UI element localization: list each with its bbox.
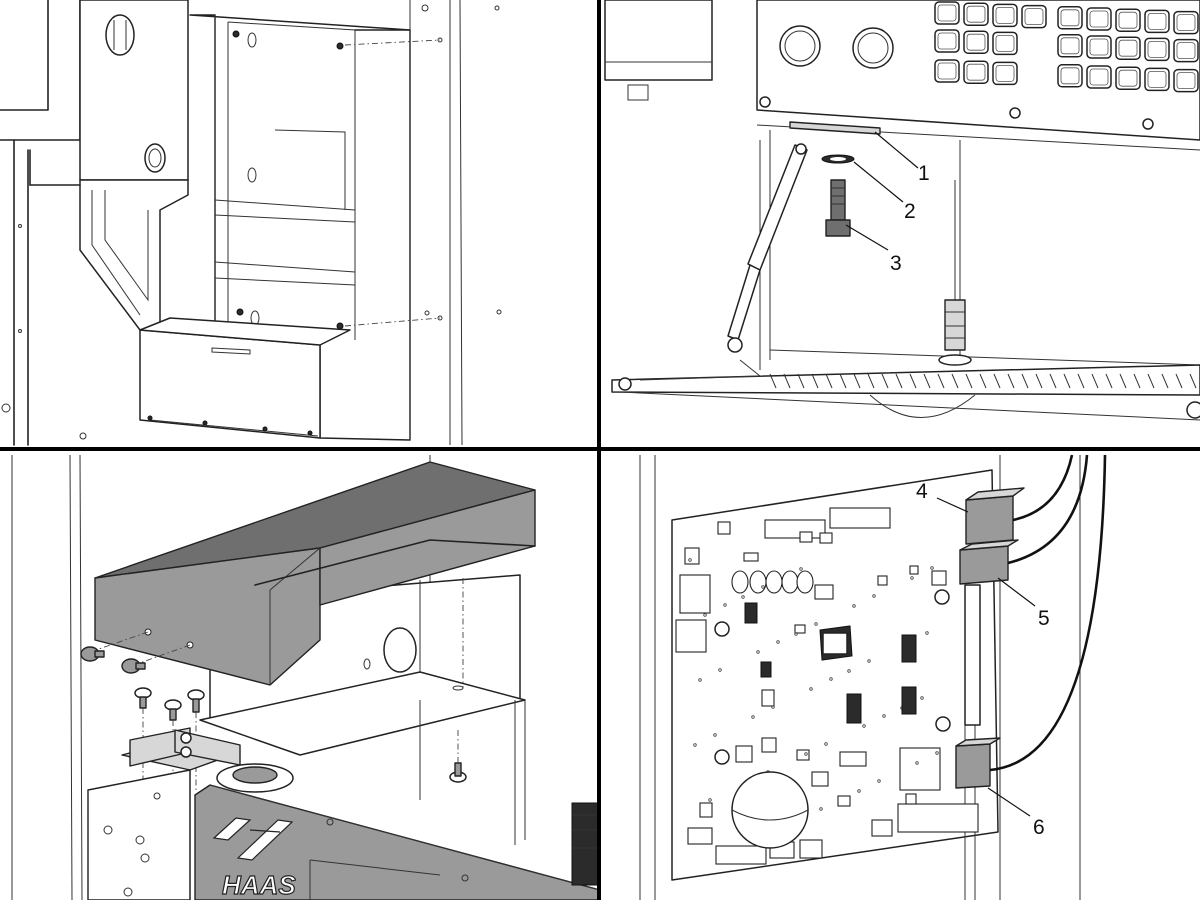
keypad-key	[992, 31, 1018, 56]
board-component	[735, 745, 753, 763]
keypad-key	[963, 30, 989, 54]
board-capacitor	[781, 570, 799, 594]
keypad-key	[992, 3, 1018, 28]
keypad-key	[934, 1, 960, 25]
board-component	[837, 795, 851, 807]
board-component	[764, 519, 826, 539]
board-component	[794, 624, 806, 634]
keypad-key	[1086, 35, 1112, 59]
keypad-grid	[934, 1, 1199, 93]
keypad-key	[963, 60, 989, 84]
board-capacitor	[796, 570, 814, 594]
panel-bottom-right	[639, 454, 1107, 900]
haas-logo: HAAS	[212, 817, 297, 900]
connector-5	[959, 545, 1009, 585]
board-capacitor	[749, 570, 767, 594]
panel-bottom-left: HAAS	[11, 454, 601, 900]
screw	[187, 689, 205, 713]
keypad-key	[1115, 66, 1141, 90]
board-components	[675, 507, 979, 865]
panel-top-right	[604, 0, 1200, 421]
hinge-strip	[769, 373, 1197, 389]
callout-5: 5	[1038, 607, 1050, 630]
callout-3: 3	[890, 252, 902, 275]
keypad-key	[1173, 68, 1199, 93]
connector-6	[955, 743, 991, 789]
board-component	[931, 570, 947, 586]
keypad-key	[934, 59, 960, 83]
callout-4: 4	[916, 480, 928, 503]
board-component	[811, 771, 829, 787]
keypad-key	[1086, 7, 1112, 31]
board-component	[679, 574, 711, 614]
board-component	[796, 749, 810, 761]
callout-1: 1	[918, 162, 930, 185]
capacitor	[731, 771, 809, 849]
board-component	[717, 521, 731, 535]
board-component	[687, 827, 713, 845]
callout-2: 2	[904, 200, 916, 223]
screw	[134, 687, 152, 709]
callout-6: 6	[1033, 816, 1045, 839]
haas-logo-text: HAAS	[222, 870, 296, 900]
keypad-key	[934, 29, 960, 53]
board-component	[715, 845, 767, 865]
keypad-key	[1144, 67, 1170, 92]
board-component	[743, 552, 759, 562]
board-component	[829, 507, 891, 529]
board-capacitor	[731, 570, 749, 594]
board-component	[819, 532, 833, 544]
keypad-key	[1057, 6, 1083, 30]
callouts: 1 2 3 4 5 6	[845, 131, 1050, 839]
board-component	[839, 751, 867, 767]
keypad-key	[1115, 36, 1141, 60]
screw	[449, 762, 467, 783]
board-component	[799, 839, 823, 859]
board-capacitor	[765, 570, 783, 594]
board-component	[699, 802, 713, 818]
board-component	[761, 737, 777, 753]
panel-top-left	[0, 0, 502, 446]
connector-4	[965, 495, 1014, 545]
board-component	[814, 584, 834, 600]
keypad-key	[1057, 64, 1083, 88]
screw	[80, 646, 105, 662]
board-component	[897, 803, 979, 833]
shoulder-bolt	[830, 179, 846, 221]
board-component	[675, 619, 707, 653]
screw	[164, 699, 182, 721]
board-component	[877, 575, 888, 586]
screw	[121, 658, 146, 674]
board-component	[899, 747, 941, 791]
keypad-key	[963, 2, 989, 26]
board-component	[909, 565, 919, 575]
keypad-key	[1144, 9, 1170, 34]
keypad-key	[1086, 65, 1112, 89]
board-component	[871, 819, 893, 837]
board-component	[684, 547, 700, 565]
keypad-key	[1173, 38, 1199, 63]
keypad-key	[1173, 10, 1199, 35]
keypad-key	[1021, 4, 1047, 29]
keypad-key	[1115, 8, 1141, 32]
keypad-key	[1144, 37, 1170, 62]
board-component	[799, 531, 813, 543]
board-component	[761, 689, 775, 707]
keypad-key	[1057, 34, 1083, 58]
keypad-key	[992, 61, 1018, 86]
board-component	[905, 793, 917, 805]
